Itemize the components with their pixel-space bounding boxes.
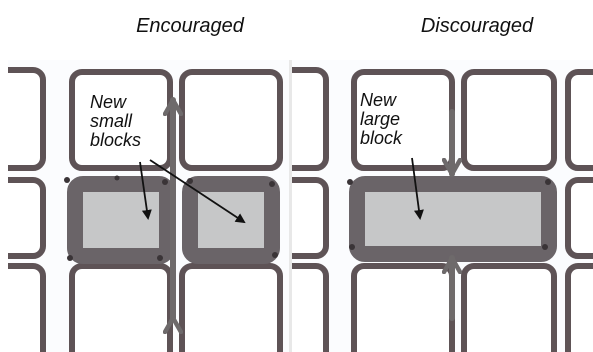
label-line: large — [360, 109, 400, 129]
label-line: blocks — [90, 130, 141, 150]
new-large-block — [349, 176, 557, 262]
block — [292, 177, 329, 259]
panel-encouraged: New small blocks — [8, 60, 289, 352]
pointer-arrow — [149, 159, 246, 224]
block — [565, 177, 593, 259]
new-small-block — [67, 176, 175, 264]
heading-discouraged: Discouraged — [421, 15, 534, 37]
block — [179, 263, 283, 352]
label-line: small — [90, 111, 133, 131]
block — [8, 177, 46, 259]
block — [351, 263, 455, 352]
block — [461, 263, 557, 352]
panel-discouraged: New large block — [292, 60, 593, 352]
block — [8, 263, 46, 352]
block — [179, 69, 283, 171]
block — [461, 69, 557, 171]
panel-divider — [289, 60, 292, 352]
label-new-small-blocks: New small blocks — [90, 92, 141, 150]
block — [565, 263, 593, 352]
block — [565, 69, 593, 171]
block — [8, 67, 46, 171]
label-line: New — [360, 90, 397, 110]
pointer-arrow — [139, 161, 152, 220]
block — [292, 263, 329, 352]
label-line: block — [360, 128, 403, 148]
pointer-arrow — [411, 157, 424, 220]
block — [292, 67, 329, 171]
label-new-large-block: New large block — [360, 90, 405, 148]
heading-encouraged: Encouraged — [136, 15, 245, 37]
new-small-block — [182, 176, 280, 264]
label-line: New — [90, 92, 127, 112]
block — [69, 263, 173, 352]
